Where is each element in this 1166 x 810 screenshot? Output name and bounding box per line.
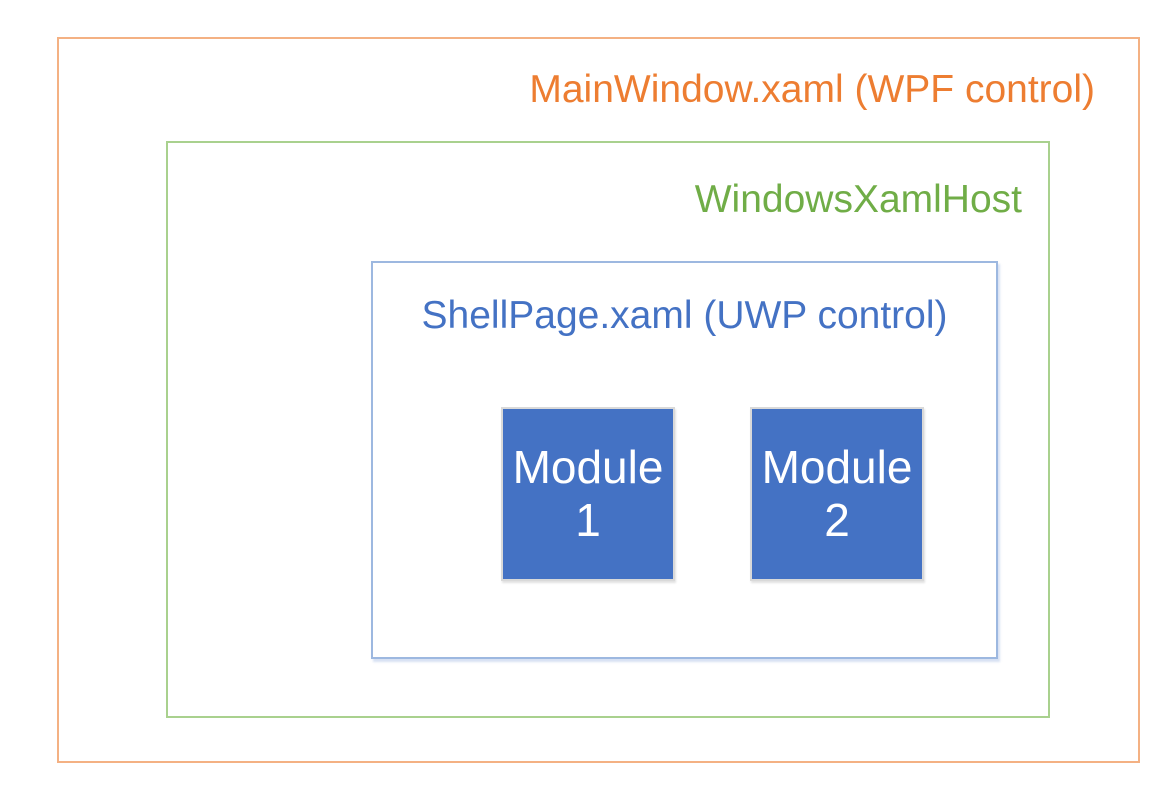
module-2-name: Module <box>761 440 913 493</box>
module-2-number: 2 <box>824 494 850 546</box>
windowsxamlhost-label: WindowsXamlHost <box>694 178 1022 221</box>
module-1-box: Module 1 <box>501 407 675 581</box>
module-1-number: 1 <box>575 494 601 546</box>
shellpage-box: ShellPage.xaml (UWP control) Module 1 Mo… <box>371 261 998 659</box>
windowsxamlhost-box: WindowsXamlHost ShellPage.xaml (UWP cont… <box>166 141 1050 718</box>
mainwindow-box: MainWindow.xaml (WPF control) WindowsXam… <box>57 37 1140 763</box>
mainwindow-label: MainWindow.xaml (WPF control) <box>529 68 1095 111</box>
module-2-box: Module 2 <box>750 407 924 581</box>
shellpage-label: ShellPage.xaml (UWP control) <box>421 294 948 337</box>
module-1-name: Module <box>512 440 664 493</box>
